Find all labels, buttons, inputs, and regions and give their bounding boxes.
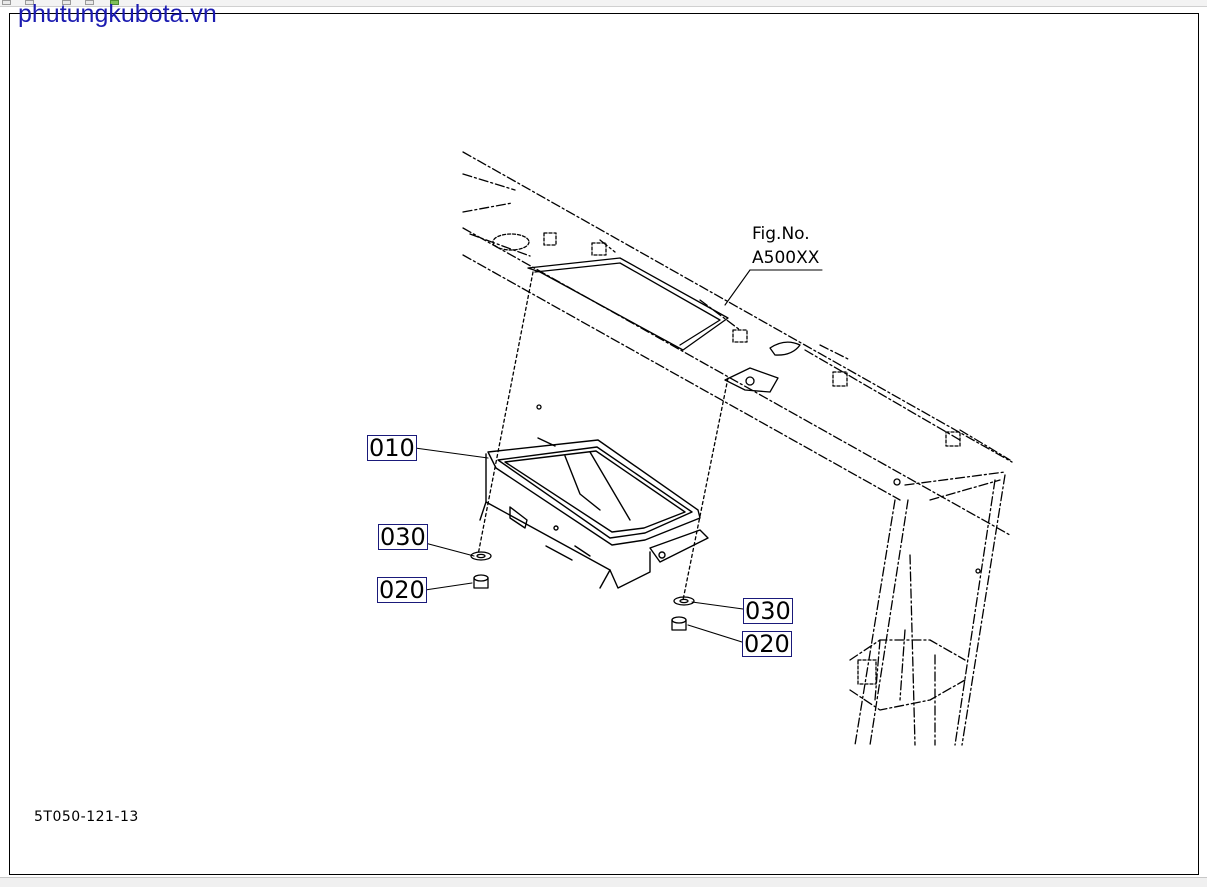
fig-no-value[interactable]: A500XX bbox=[752, 248, 820, 268]
toolbar-file-icon[interactable] bbox=[2, 0, 11, 5]
leader-lines bbox=[414, 269, 823, 643]
drawing-frame bbox=[9, 13, 1199, 875]
panel-outline-dashed bbox=[462, 151, 1013, 746]
diagram-code: 5T050-121-13 bbox=[34, 809, 139, 825]
viewer-status-bar bbox=[0, 877, 1207, 887]
panel-hole bbox=[536, 404, 542, 410]
fig-no-label: Fig.No. bbox=[752, 224, 810, 244]
display-unit bbox=[479, 437, 709, 589]
mounting-brackets bbox=[724, 341, 801, 393]
toolbar-open-icon[interactable] bbox=[25, 0, 34, 5]
callout-part-030-left[interactable]: 030 bbox=[378, 523, 428, 551]
toolbar-zoom-icon[interactable] bbox=[85, 0, 94, 5]
callout-part-010[interactable]: 010 bbox=[367, 434, 417, 462]
panel-hole bbox=[893, 478, 901, 486]
viewer-toolbar bbox=[0, 0, 1207, 7]
assembly-guide-lines bbox=[477, 271, 729, 601]
panel-hole bbox=[975, 568, 981, 574]
callout-part-030-right[interactable]: 030 bbox=[743, 597, 793, 625]
panel-features bbox=[492, 232, 961, 685]
callout-part-020-right[interactable]: 020 bbox=[742, 630, 792, 658]
site-watermark: phutungkubota.vn bbox=[18, 0, 217, 28]
toolbar-export-icon[interactable] bbox=[110, 0, 119, 5]
callout-part-020-left[interactable]: 020 bbox=[377, 576, 427, 604]
toolbar-print-icon[interactable] bbox=[62, 0, 71, 5]
panel-recess bbox=[527, 257, 729, 351]
fasteners bbox=[470, 551, 695, 631]
